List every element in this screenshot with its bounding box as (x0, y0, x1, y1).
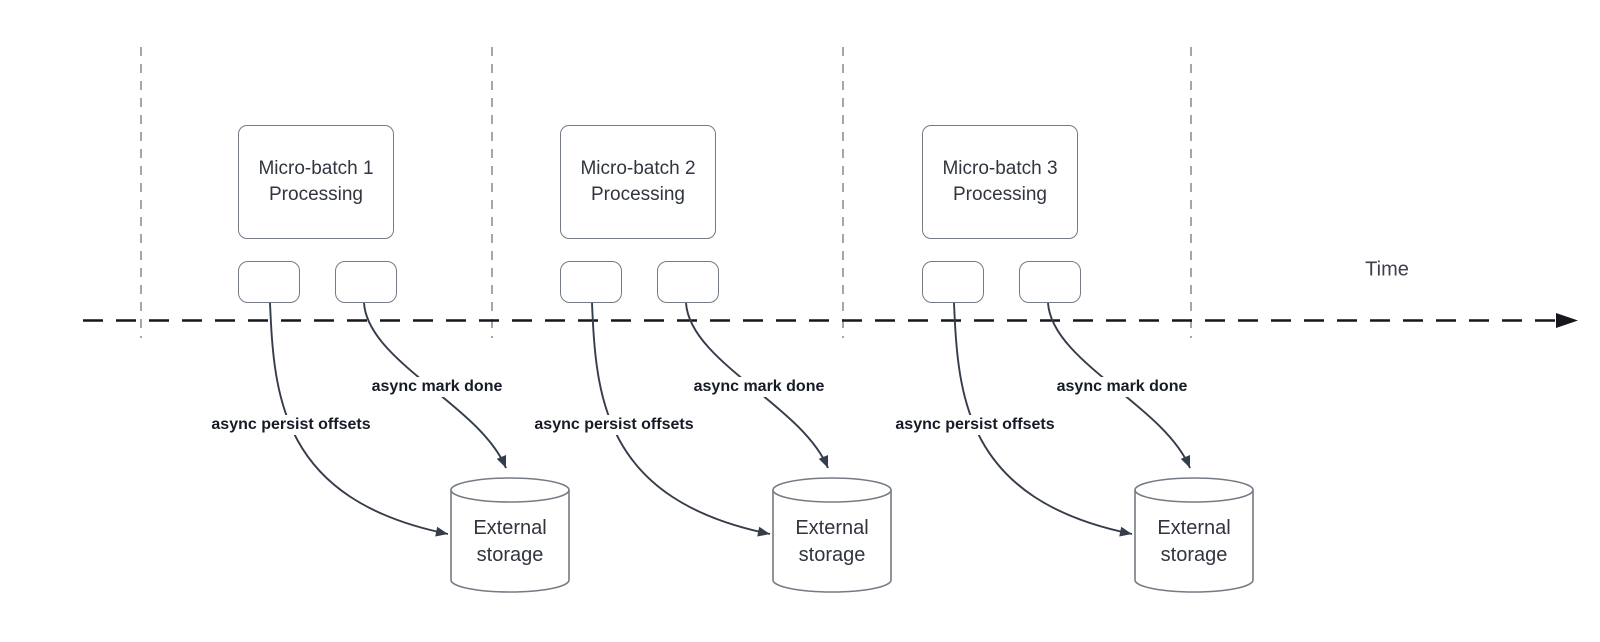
persist-offsets-arrow (269, 302, 449, 537)
storage-cylinder-body (450, 490, 570, 593)
mark-done-label-1: async mark done (368, 377, 506, 397)
microbatch-2-box: Micro-batch 2 Processing (560, 125, 716, 239)
persist-offsets-task-box-2 (560, 261, 622, 303)
mark-done-task-box-2 (657, 261, 719, 303)
storage-label-1-line1: External (473, 517, 547, 539)
persist-offsets-arrow (591, 302, 771, 537)
group-1-linework (269, 302, 570, 593)
storage-label-3: External storage (1135, 492, 1253, 592)
persist-offsets-task-box-1 (238, 261, 300, 303)
microbatch-1-title-line1: Micro-batch 1 (258, 158, 374, 179)
storage-cylinder-body (772, 490, 892, 593)
storage-label-3-line2: storage (1160, 544, 1228, 566)
mark-done-label-3: async mark done (1053, 377, 1191, 397)
microbatch-1-title-line2: Processing (269, 184, 363, 205)
persist-offsets-label-2: async persist offsets (531, 415, 697, 435)
microbatch-2-title-line2: Processing (591, 184, 685, 205)
time-label: Time (1365, 258, 1409, 281)
persist-offsets-label-1: async persist offsets (208, 415, 374, 435)
storage-label-2-line1: External (795, 517, 869, 539)
storage-cylinder-top (1134, 477, 1254, 503)
storage-cylinder-top (772, 477, 892, 503)
storage-label-2: External storage (773, 492, 891, 592)
storage-label-1-line2: storage (476, 544, 544, 566)
storage-label-2-line2: storage (798, 544, 866, 566)
storage-label-3-line1: External (1157, 517, 1231, 539)
storage-label-1: External storage (451, 492, 569, 592)
microbatch-2-title-line1: Micro-batch 2 (580, 158, 696, 179)
time-axis-arrowhead (1556, 313, 1578, 328)
storage-cylinder-body (1134, 490, 1254, 593)
persist-offsets-label-3: async persist offsets (892, 415, 1058, 435)
mark-done-task-box-1 (335, 261, 397, 303)
microbatch-3-box: Micro-batch 3 Processing (922, 125, 1078, 239)
microbatch-3-title-line1: Micro-batch 3 (942, 158, 1058, 179)
microbatch-3-title-line2: Processing (953, 184, 1047, 205)
mark-done-label-2: async mark done (690, 377, 828, 397)
microbatch-1-box: Micro-batch 1 Processing (238, 125, 394, 239)
storage-cylinder-top (450, 477, 570, 503)
persist-offsets-arrow (953, 302, 1133, 537)
persist-offsets-task-box-3 (922, 261, 984, 303)
mark-done-task-box-3 (1019, 261, 1081, 303)
